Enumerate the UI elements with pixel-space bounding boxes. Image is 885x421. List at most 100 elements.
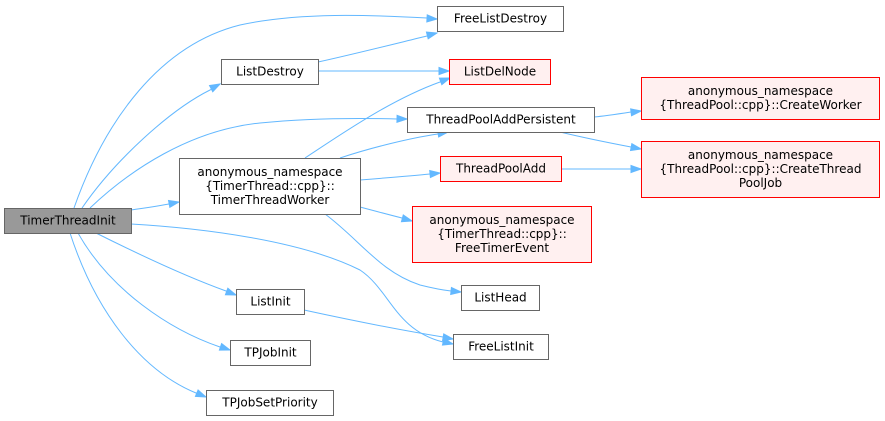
node-freelistdestroy[interactable]: FreeListDestroy (437, 6, 564, 32)
node-createthreadpooljob[interactable]: anonymous_namespace{ThreadPool::cpp}::Cr… (641, 141, 880, 198)
arrowhead-icon (441, 333, 455, 342)
node-box (179, 158, 361, 215)
arrowhead-icon (400, 214, 414, 223)
edge-line (317, 32, 438, 63)
arrowhead-icon (396, 114, 409, 123)
node-label-line: anonymous_namespace (429, 213, 574, 227)
node-label-line: {ThreadPool::cpp}::CreateWorker (659, 98, 861, 112)
node-box (206, 390, 334, 416)
node-label-line: FreeTimerEvent (455, 241, 549, 255)
node-listdelnode[interactable]: ListDelNode (449, 59, 551, 85)
node-label-line: FreeListDestroy (454, 12, 547, 26)
node-tpjobinit[interactable]: TPJobInit (230, 340, 311, 366)
node-label-line: ThreadPoolAdd (455, 162, 546, 176)
edge-line (304, 77, 451, 159)
edge-timerthreadworker-to-threadpooladd (359, 169, 442, 181)
edge-threadpooladd-to-createthreadpooljob (560, 164, 643, 174)
edge-line (339, 131, 449, 159)
edge-line (89, 117, 407, 209)
node-timerthreadinit[interactable]: TimerThreadInit (4, 208, 132, 234)
edge-listdestroy-to-freelistdestroy (317, 31, 439, 63)
node-label-line: anonymous_namespace (688, 148, 833, 162)
node-label-line: ListInit (250, 295, 290, 309)
edge-timerthreadworker-to-listdelnode (304, 77, 452, 159)
arrowhead-icon (218, 342, 232, 351)
node-tpjobsetpriority[interactable]: TPJobSetPriority (206, 390, 334, 416)
node-box (221, 59, 319, 85)
edge-timerthreadinit-to-tpjobinit (77, 232, 232, 351)
edge-timerthreadworker-to-threadpooladdpersistent (339, 129, 450, 159)
node-threadpooladdpersistent[interactable]: ThreadPoolAddPersistent (407, 107, 595, 133)
node-box (641, 141, 880, 198)
node-label-line: anonymous_namespace (688, 84, 833, 98)
arrowhead-icon (224, 287, 238, 296)
node-timerthreadworker[interactable]: anonymous_namespace{TimerThread::cpp}::T… (179, 158, 361, 215)
arrowhead-icon (438, 66, 451, 76)
node-freetimerevent[interactable]: anonymous_namespace{TimerThread::cpp}::F… (412, 206, 592, 263)
node-listdestroy[interactable]: ListDestroy (221, 59, 319, 85)
node-box (407, 107, 595, 133)
arrowhead-icon (438, 77, 452, 86)
arrowhead-icon (450, 286, 463, 296)
edge-threadpooladdpersistent-to-createworker (593, 108, 643, 118)
node-label-line: {TimerThread::cpp}:: (437, 227, 567, 241)
edge-timerthreadinit-to-tpjobsetpriority (69, 232, 208, 398)
arrowhead-icon (630, 108, 643, 117)
edge-line (81, 83, 221, 209)
edge-timerthreadinit-to-freelistdestroy (73, 14, 439, 209)
node-threadpooladd[interactable]: ThreadPoolAdd (440, 156, 562, 182)
edge-line (359, 172, 441, 181)
node-label-line: TPJobSetPriority (221, 396, 317, 410)
node-label-line: TPJobInit (243, 346, 297, 360)
edges-layer (69, 14, 643, 398)
arrowhead-icon (630, 164, 643, 174)
node-label-line: ListDestroy (236, 65, 304, 79)
node-box (440, 156, 562, 182)
nodes-layer: TimerThreadInit FreeListDestroyListDestro… (4, 6, 880, 416)
arrowhead-icon (629, 142, 643, 152)
node-box (4, 208, 132, 234)
node-box (412, 206, 592, 263)
node-label-line: TimerThreadInit (19, 214, 116, 228)
node-label-line: anonymous_namespace (197, 165, 342, 179)
edge-timerthreadworker-to-freetimerevent (359, 206, 414, 223)
edge-timerthreadinit-to-freelistinit (130, 223, 455, 346)
edge-line (73, 14, 438, 209)
node-label-line: {ThreadPool::cpp}::CreateThread (660, 162, 862, 176)
edge-listdestroy-to-listdelnode (318, 66, 451, 76)
arrowhead-icon (194, 389, 208, 398)
edge-timerthreadinit-to-timerthreadworker (130, 199, 181, 211)
node-box (641, 77, 880, 120)
edge-listinit-to-freelistinit (303, 309, 455, 342)
node-listinit[interactable]: ListInit (236, 289, 305, 315)
edge-line (324, 213, 462, 293)
node-listhead[interactable]: ListHead (461, 285, 540, 311)
node-label-line: {TimerThread::cpp}:: (205, 179, 335, 193)
node-box (437, 6, 564, 32)
arrowhead-icon (425, 31, 439, 40)
node-label-line: FreeListInit (468, 340, 534, 354)
edge-timerthreadinit-to-listinit (95, 232, 238, 296)
edge-threadpooladdpersistent-to-createthreadpooljob (559, 131, 643, 152)
edge-line (303, 309, 454, 340)
arrowhead-icon (429, 169, 442, 179)
node-box (230, 340, 311, 366)
arrowhead-icon (426, 14, 439, 23)
node-box (236, 289, 305, 315)
node-label-line: PoolJob (739, 176, 782, 190)
edge-line (77, 232, 231, 351)
edge-line (559, 131, 642, 150)
node-label-line: ListHead (474, 291, 526, 305)
arrowhead-icon (167, 199, 181, 209)
node-box (449, 59, 551, 85)
node-box (461, 285, 540, 311)
edge-timerthreadinit-to-listdestroy (81, 83, 222, 209)
edge-line (130, 223, 454, 345)
edge-timerthreadinit-to-threadpooladdpersistent (89, 114, 409, 209)
node-label-line: TimerThreadWorker (210, 193, 330, 207)
edge-line (95, 232, 237, 296)
node-freelistinit[interactable]: FreeListInit (453, 334, 549, 360)
node-box (453, 334, 549, 360)
node-createworker[interactable]: anonymous_namespace{ThreadPool::cpp}::Cr… (641, 77, 880, 120)
